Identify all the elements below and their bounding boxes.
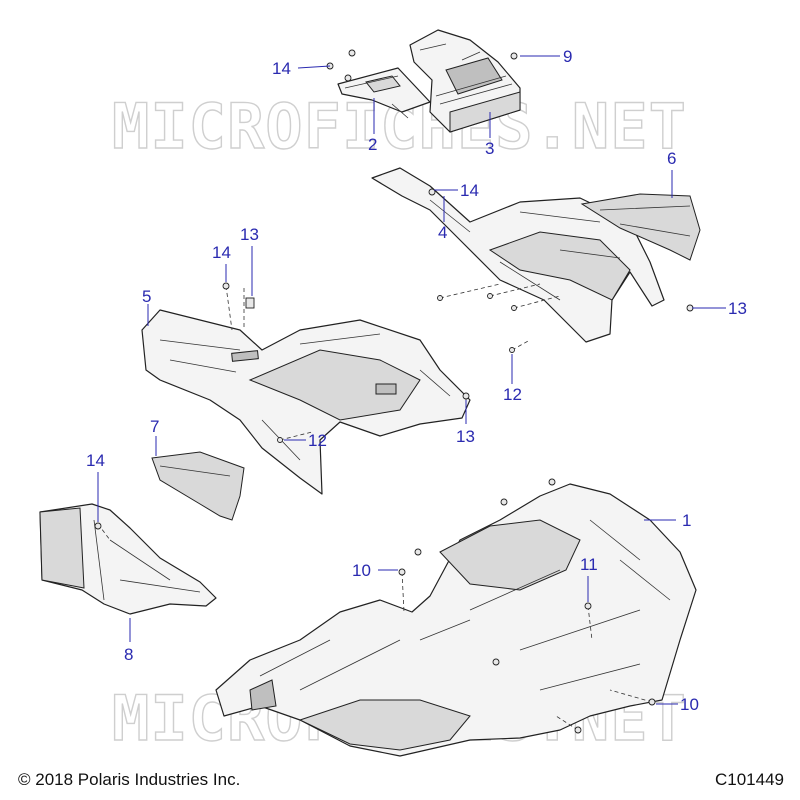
- part-4-rear-bracket: [371, 167, 665, 343]
- callout-3: 3: [485, 139, 494, 158]
- part-3-console: [409, 29, 521, 133]
- part-2-panel: [337, 67, 431, 119]
- callout-6: 6: [667, 149, 676, 168]
- part-5-front-fender: [141, 309, 471, 495]
- callout-14: 14: [272, 59, 291, 78]
- part-8-side-panel: [39, 503, 217, 615]
- callout-12: 12: [503, 385, 522, 404]
- callout-1: 1: [682, 511, 691, 530]
- leader-lines: [97, 55, 726, 705]
- callout-labels: 14 2 3 9 14 4 6 13 12 5 14 13 13 12 7 14…: [86, 47, 747, 714]
- callout-10: 10: [352, 561, 371, 580]
- callout-4: 4: [438, 223, 447, 242]
- fasteners: [94, 49, 694, 734]
- callout-14: 14: [86, 451, 105, 470]
- diagram-code: C101449: [714, 770, 784, 789]
- callout-8: 8: [124, 645, 133, 664]
- callout-2: 2: [368, 135, 377, 154]
- callout-9: 9: [563, 47, 572, 66]
- callout-12: 12: [308, 431, 327, 450]
- part-7-deflector: [151, 451, 245, 521]
- copyright-notice: © 2018 Polaris Industries Inc.: [18, 770, 241, 789]
- callout-10: 10: [680, 695, 699, 714]
- callout-13: 13: [728, 299, 747, 318]
- callout-14: 14: [460, 181, 479, 200]
- callout-11: 11: [580, 555, 598, 574]
- part-1-main-body: [215, 483, 697, 757]
- callout-7: 7: [150, 417, 159, 436]
- callout-14: 14: [212, 243, 231, 262]
- callout-13: 13: [240, 225, 259, 244]
- part-6-flap: [580, 193, 701, 261]
- guide-lines: [97, 283, 653, 731]
- callout-5: 5: [142, 287, 151, 306]
- callout-13: 13: [456, 427, 475, 446]
